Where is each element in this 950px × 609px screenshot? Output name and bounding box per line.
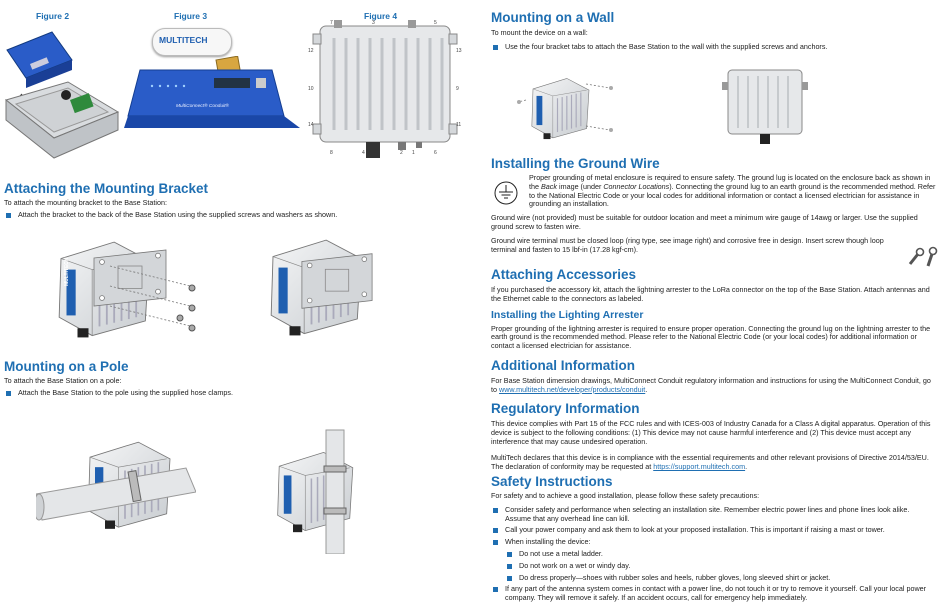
figure-3-usb-stick: MULTITECH (152, 28, 232, 56)
callout-1: 1 (412, 150, 415, 156)
pole-vertical-image (276, 429, 354, 554)
figure-3-label: Figure 3 (174, 11, 208, 21)
regulatory-title: Regulatory Information (491, 401, 640, 416)
safety-sub-3: Do dress properly—shoes with rubber sole… (491, 573, 936, 583)
pole-horizontal-image (36, 441, 196, 530)
callout-4: 4 (362, 150, 365, 156)
conduit-docs-link[interactable]: www.multitech.net/developer/products/con… (499, 384, 646, 394)
callout-6: 6 (434, 150, 437, 156)
support-link[interactable]: https://support.multitech.com (653, 462, 746, 472)
figure-3-conduit-device (124, 69, 300, 128)
callout-2: 2 (400, 150, 403, 156)
pole-title: Mounting on a Pole (4, 359, 129, 374)
wall-title: Mounting on a Wall (491, 10, 615, 25)
figure-4-enclosure-front (312, 20, 458, 158)
callout-9: 9 (456, 86, 459, 92)
arrester-para: Proper grounding of the lightning arrest… (491, 323, 931, 351)
bracket-exploded-image: MULTITECH (50, 226, 210, 352)
bracket-title: Attaching the Mounting Bracket (4, 181, 209, 196)
safety-bullet-3: When installing the device: (491, 537, 936, 547)
callout-12: 12 (308, 48, 314, 54)
regulatory-para-2: MultiTech declares that this device is i… (491, 453, 929, 472)
safety-bullet-1: Consider safety and performance when sel… (491, 505, 936, 524)
wall-mount-front-image (722, 69, 808, 144)
pole-bullet: Attach the Base Station to the pole usin… (4, 388, 474, 398)
callout-3: 3 (372, 20, 375, 26)
accessories-title: Attaching Accessories (491, 267, 637, 282)
ground-symbol-icon (494, 181, 518, 205)
multitech-logo-text: MULTITECH (159, 35, 208, 45)
callout-10: 10 (308, 86, 314, 92)
safety-sub-1: Do not use a metal ladder. (491, 549, 936, 559)
ground-para-3: Ground wire terminal must be closed loop… (491, 235, 884, 254)
bracket-intro: To attach the mounting bracket to the Ba… (4, 198, 168, 207)
ring-terminal-icon (908, 246, 938, 267)
arrester-title: Installing the Lighting Arrester (491, 308, 644, 321)
safety-bullet-4: If any part of the antenna system comes … (491, 585, 936, 603)
figure-2-enclosure-open (4, 31, 120, 159)
accessories-section: Attaching Accessories If you purchased t… (491, 267, 936, 351)
callout-11: 11 (456, 122, 462, 128)
callout-8: 8 (330, 150, 333, 156)
pole-intro: To attach the Base Station on a pole: (4, 376, 122, 385)
bracket-section: Attaching the Mounting Bracket To attach… (4, 181, 474, 220)
additional-section: Additional Information For Base Station … (491, 358, 936, 395)
wall-mount-exploded-image (517, 77, 613, 140)
callout-14: 14 (308, 122, 314, 128)
safety-bullet-2: Call your power company and ask them to … (491, 526, 936, 535)
callout-7: 7 (330, 20, 333, 26)
callout-13: 13 (456, 48, 462, 54)
ground-section: Installing the Ground Wire Proper ground… (491, 156, 936, 254)
bracket-device-logo: MULTITECH (64, 257, 70, 286)
ground-para-2: Ground wire (not provided) must be suita… (491, 213, 918, 231)
pole-section: Mounting on a Pole To attach the Base St… (4, 359, 474, 398)
figure-2-label: Figure 2 (36, 11, 70, 21)
additional-para: For Base Station dimension drawings, Mul… (491, 376, 931, 394)
safety-title: Safety Instructions (491, 474, 613, 489)
regulatory-section: Regulatory Information This device compl… (491, 401, 936, 472)
safety-section: Safety Instructions For safety and to ac… (491, 474, 936, 603)
bracket-assembled-image (262, 226, 382, 346)
additional-title: Additional Information (491, 358, 635, 373)
safety-intro: For safety and to achieve a good install… (491, 491, 760, 500)
figure-3-device-name: MultiConnect® Conduit® (176, 104, 229, 109)
bracket-bullet: Attach the bracket to the back of the Ba… (4, 210, 474, 220)
figure-4-label: Figure 4 (364, 11, 398, 21)
wall-intro: To mount the device on a wall: (491, 28, 588, 37)
ground-para-1: Proper grounding of metal enclosure is r… (529, 173, 936, 209)
regulatory-para-1: This device complies with Part 15 of the… (491, 419, 931, 446)
accessories-para: If you purchased the accessory kit, atta… (491, 285, 930, 303)
safety-sub-2: Do not work on a wet or windy day. (491, 561, 936, 571)
callout-5: 5 (434, 20, 437, 26)
ground-title: Installing the Ground Wire (491, 156, 660, 171)
wall-section: Mounting on a Wall To mount the device o… (491, 10, 936, 52)
wall-bullet: Use the four bracket tabs to attach the … (491, 42, 936, 52)
